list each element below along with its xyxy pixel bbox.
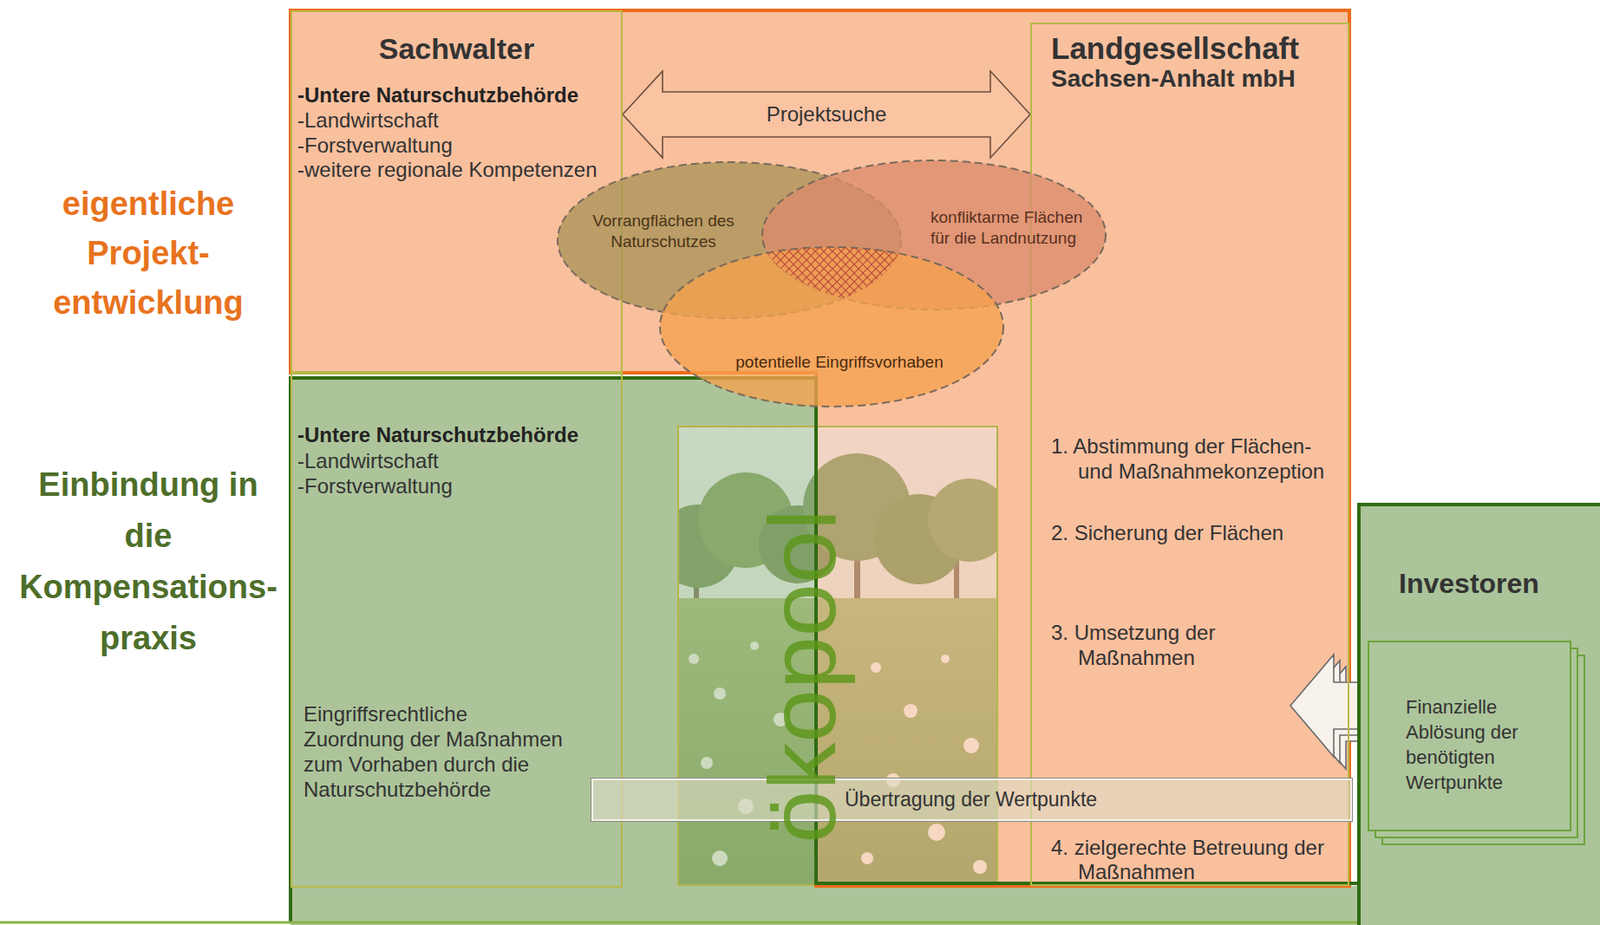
box-heading: Investoren [1360, 567, 1578, 601]
green-region [290, 377, 817, 925]
hatch-fill [607, 156, 1041, 417]
note-text: Eingriffsrechtliche Zuordnung der Maßnah… [303, 701, 573, 803]
project-region-outline [290, 10, 1350, 887]
list-item: -Untere Naturschutzbehörde [297, 423, 579, 448]
section-label: eigentliche Projekt- entwicklung [16, 179, 281, 328]
document-stack: Finanzielle Ablösung der benötigten Wert… [1367, 640, 1572, 832]
ellipse-shape [659, 247, 1004, 407]
area-ellipse: potentielle Eingriffsvorhaben [658, 245, 1006, 409]
box-heading: Sachwalter [292, 31, 621, 66]
edge-label: Projektsuche [763, 102, 891, 127]
list-item: -Landwirtschaft [297, 108, 439, 133]
list-item: -Untere Naturschutzbehörde [297, 83, 579, 108]
actor-box: LandgesellschaftSachsen-Anhalt mbH 1. Abs… [1030, 22, 1350, 887]
box-subheading: Sachsen-Anhalt mbH [1051, 64, 1296, 94]
actor-box: Sachwalter -Untere Naturschutzbehörde-Lan… [290, 10, 623, 373]
block-arrow [622, 71, 1031, 158]
list-item: -Forstverwaltung [297, 474, 453, 499]
section-label: Einbindung in die Kompensations- praxis [16, 459, 281, 665]
step-text: 3. Umsetzung der Maßnahmen [1051, 620, 1334, 671]
watermark: ökopool [754, 509, 850, 843]
list-item: -weitere regionale Kompetenzen [297, 157, 598, 183]
ellipse-outline [658, 245, 1006, 409]
practice-region-outline [290, 378, 1358, 924]
investor-box: InvestorenFinanzielle Ablösung der benöt… [1357, 502, 1600, 925]
box-heading: Landgesellschaft [1051, 31, 1300, 66]
green-region [290, 886, 1366, 925]
list-item: -Forstverwaltung [297, 133, 453, 158]
step-text: 1. Abstimmung der Flächen- und Maßnahmek… [1051, 433, 1334, 484]
arrow-shape [1290, 654, 1368, 758]
ellipse-text: konfliktarme Flächen für die Landnutzung [930, 207, 1104, 249]
stack-text: Finanzielle Ablösung der benötigten Wert… [1405, 694, 1562, 796]
bar-text: Übertragung der Wertpunkte [844, 788, 1098, 812]
stack-page [1368, 641, 1571, 831]
transfer-bar: Übertragung der Wertpunkte [591, 778, 1352, 822]
list-item: -Landwirtschaft [297, 449, 439, 474]
step-text: 2. Sicherung der Flächen [1051, 520, 1334, 546]
arrow-shape [622, 71, 1031, 158]
ellipse-text: potentielle Eingriffsvorhaben [718, 352, 961, 373]
step-text: 4. zielgerechte Betreuung der Maßnahmen [1051, 835, 1334, 885]
ellipse-text: Vorrangflächen des Naturschutzes [581, 210, 746, 253]
actor-box: -Untere Naturschutzbehörde-Landwirtschaf… [290, 372, 623, 889]
